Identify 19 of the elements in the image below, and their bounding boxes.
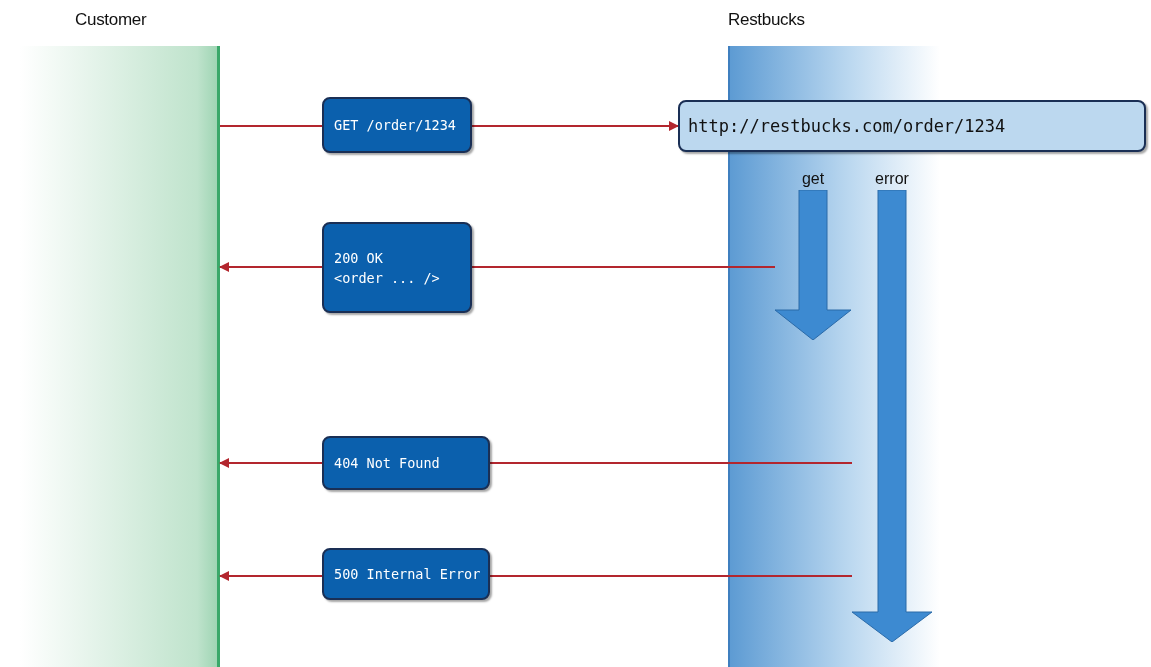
message-text: 500 Internal Error: [334, 565, 478, 584]
arrow: [219, 262, 323, 272]
message-text: GET /order/1234: [334, 116, 457, 135]
arrow-label: get: [801, 169, 825, 189]
message-box: [322, 97, 472, 153]
message-box: [322, 222, 472, 313]
arrow: [219, 571, 323, 581]
lifeline-label: Restbucks: [728, 9, 806, 31]
arrow-label: error: [875, 169, 909, 189]
resource-uri: http://restbucks.com/order/1234: [688, 116, 1006, 136]
arrow: [471, 121, 679, 131]
arrow: [219, 458, 323, 468]
message-text: 404 Not Found: [334, 454, 441, 473]
resource-box: [678, 100, 1146, 152]
lifeline-label: Customer: [74, 9, 148, 31]
message-text: <order ... />: [334, 268, 441, 288]
message-text: 200 OK: [334, 248, 384, 268]
message-box: [322, 548, 490, 600]
message-box: [322, 436, 490, 490]
